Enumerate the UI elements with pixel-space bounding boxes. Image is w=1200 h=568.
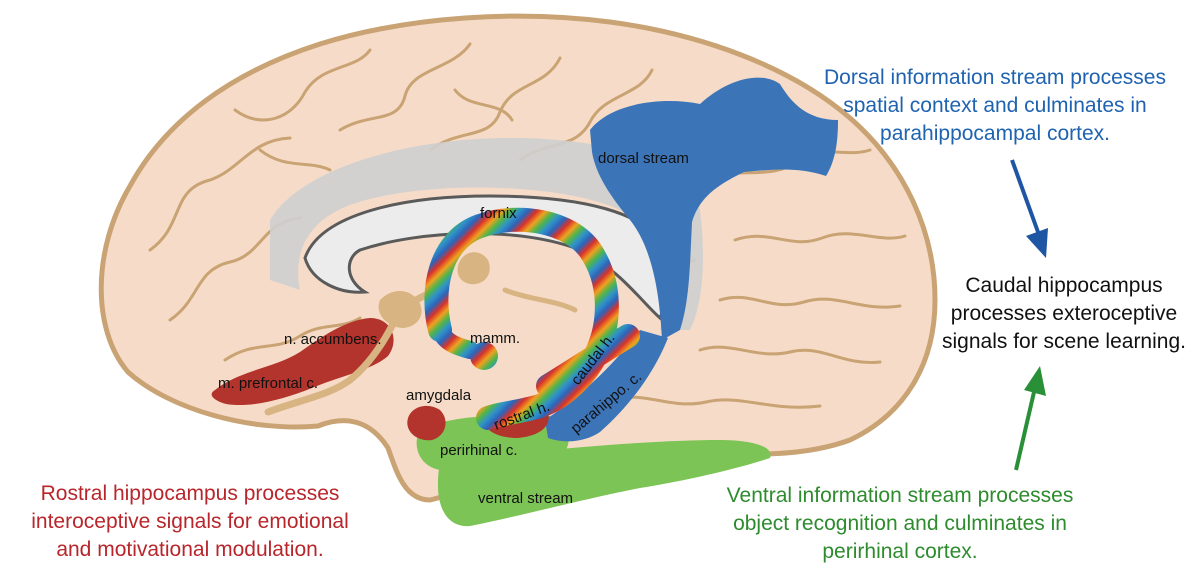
label-amygdala: amygdala: [406, 387, 472, 404]
dorsal-caption-line-3: parahippocampal cortex.: [880, 122, 1110, 145]
rostral-caption: Rostral hippocampus processes interocept…: [0, 480, 380, 564]
label-fornix: fornix: [480, 205, 517, 222]
dorsal-arrow: [1010, 159, 1048, 258]
label-mamm: mamm.: [470, 330, 520, 347]
label-dorsal-stream: dorsal stream: [598, 150, 689, 167]
cingulate-band: [270, 137, 703, 330]
label-n-accumbens: n. accumbens.: [284, 331, 382, 348]
fornix-column: [431, 321, 479, 359]
ventral-caption-line-3: perirhinal cortex.: [822, 540, 978, 563]
caudal-caption-line-2: processes exteroceptive: [950, 302, 1178, 325]
ventral-arrow: [1014, 366, 1046, 471]
rostral-caption-line-1: Rostral hippocampus processes: [40, 482, 340, 505]
caudal-caption: Caudal hippocampus processes exterocepti…: [928, 272, 1200, 356]
dorsal-caption: Dorsal information stream processes spat…: [790, 64, 1200, 148]
rostral-caption-line-3: and motivational modulation.: [56, 538, 324, 561]
anterior-commissure: [378, 291, 422, 328]
mammillary-body: [470, 342, 498, 370]
ventral-caption: Ventral information stream processes obj…: [690, 482, 1110, 566]
caudal-caption-line-3: signals for scene learning.: [942, 330, 1186, 353]
amygdala-region: [407, 405, 446, 441]
label-m-prefrontal: m. prefrontal c.: [218, 375, 318, 392]
dorsal-stream-region: [590, 77, 838, 340]
ventral-caption-line-1: Ventral information stream processes: [726, 484, 1074, 507]
label-perirhinal: perirhinal c.: [440, 442, 518, 459]
parahippocampal-region: [545, 330, 668, 442]
label-ventral-stream: ventral stream: [478, 490, 573, 507]
rostral-caption-line-2: interoceptive signals for emotional: [31, 510, 349, 533]
thalamus-blob: [457, 252, 490, 285]
ventral-caption-line-2: object recognition and culminates in: [733, 512, 1067, 535]
fornix-hippocampus-arc: [424, 207, 619, 430]
caudal-hippocampus-band: [536, 324, 640, 398]
prefrontal-region: [211, 318, 394, 406]
dorsal-caption-line-2: spatial context and culminates in: [843, 94, 1147, 117]
caudal-caption-line-1: Caudal hippocampus: [965, 274, 1163, 297]
dorsal-caption-line-1: Dorsal information stream processes: [824, 66, 1166, 89]
